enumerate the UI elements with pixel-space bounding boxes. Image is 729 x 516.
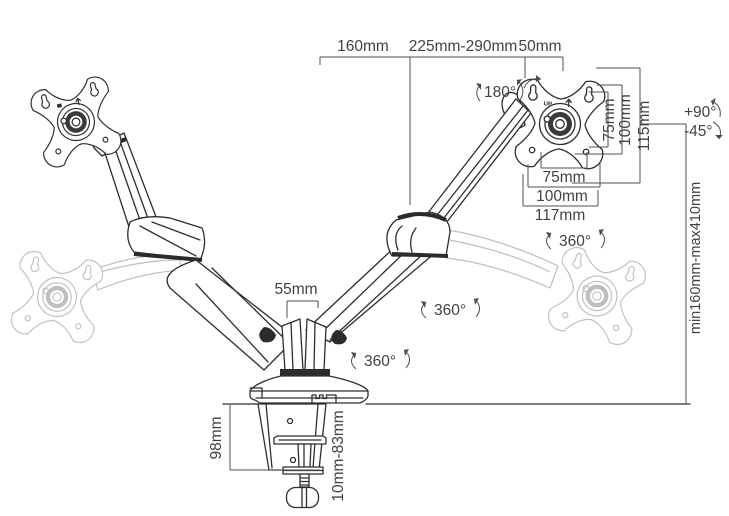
label-rotation-360-mid: 360° — [434, 302, 466, 319]
dim-label-100mm-horizontal: 100mm — [536, 188, 588, 205]
dim-label-height-range: min160mm-max410mm — [688, 182, 704, 334]
label-tilt-up: +90° — [684, 104, 717, 121]
label-rotation-360-top: 360° — [559, 233, 591, 250]
left-vesa-plate — [27, 73, 125, 171]
label-rotation-360-bottom: 360° — [364, 353, 396, 370]
rotate-360-top-arrow-icon — [546, 229, 605, 250]
dim-label-117mm-horizontal: 117mm — [535, 207, 586, 224]
tilt-arrow-icon — [710, 98, 723, 140]
right-arm — [305, 91, 532, 345]
rotate-360-bottom-arrow-icon — [351, 349, 410, 370]
up-arrow-icon — [565, 98, 572, 107]
left-ghost-vesa-plate — [8, 248, 106, 346]
rotate-360-mid-arrow-icon — [421, 298, 480, 319]
dim-label-115mm-vertical: 115mm — [636, 101, 653, 152]
pole-and-base — [249, 318, 369, 404]
label-pan-180: 180° — [484, 84, 516, 101]
dim-label-55mm: 55mm — [274, 281, 317, 298]
dim-label-75mm-horizontal: 75mm — [542, 169, 585, 186]
right-vesa-plate: UP — [514, 78, 606, 170]
pan-180-arrow-icon — [476, 75, 542, 102]
right-ghost-arm — [445, 229, 559, 289]
vesa-marking-dot — [56, 103, 63, 109]
left-arm — [91, 132, 297, 371]
label-tilt-down: -45° — [684, 123, 713, 140]
dim-label-10-83mm: 10mm-83mm — [330, 410, 347, 501]
up-arrow-icon — [75, 97, 81, 106]
dimension-lines — [229, 56, 687, 471]
dim-label-50mm: 50mm — [518, 38, 561, 55]
desk-clamp — [257, 403, 327, 509]
right-ghost-vesa-plate — [544, 243, 650, 349]
dim-label-98mm: 98mm — [208, 416, 225, 459]
dim-label-75mm-vertical: 75mm — [601, 98, 618, 141]
vesa-up-marking: UP — [544, 101, 553, 107]
dim-label-225-290mm: 225mm-290mm — [409, 38, 518, 55]
dim-label-100mm-vertical: 100mm — [617, 94, 634, 146]
dim-label-160mm: 160mm — [337, 38, 389, 55]
